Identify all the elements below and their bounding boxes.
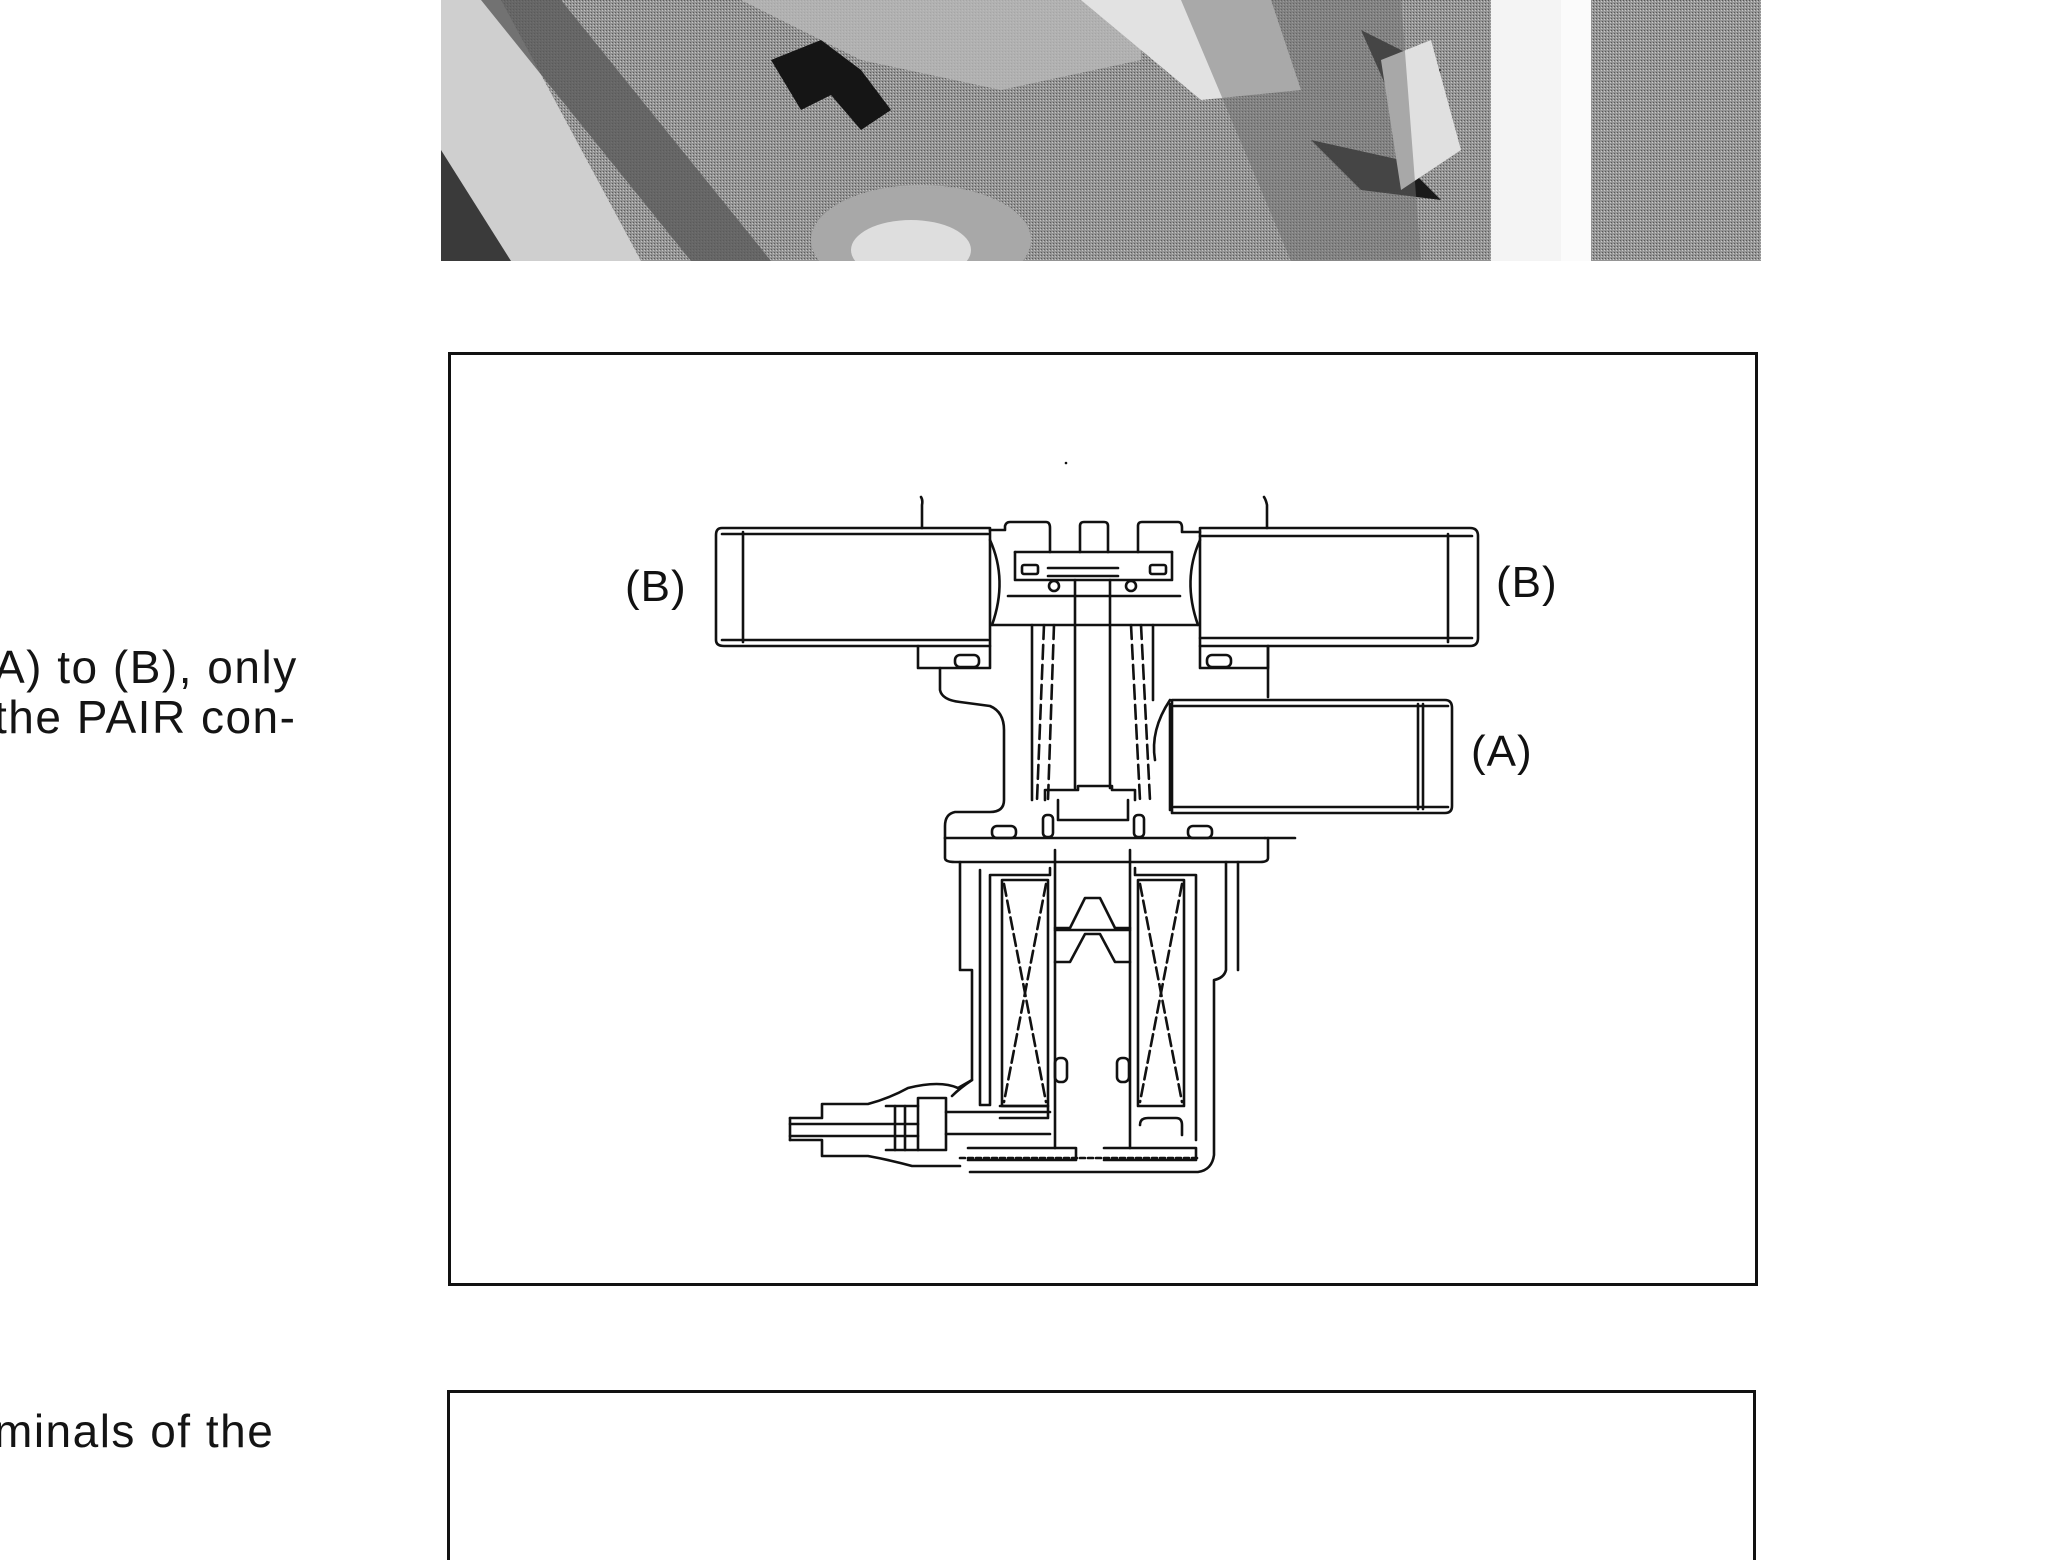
figure-pair-valve: (B) (B) (A) <box>448 352 1758 1286</box>
label-inlet-a: (A) <box>1471 727 1533 776</box>
wire-connector <box>788 1078 1052 1168</box>
label-left-outlet-b: (B) <box>625 562 687 611</box>
valve-body <box>938 666 1297 864</box>
solenoid-coil <box>950 848 1240 1174</box>
paragraph-1-line-2: the PAIR con- <box>0 691 297 743</box>
photo-image <box>441 0 1761 261</box>
valve-stem <box>1030 578 1155 802</box>
right-outlet-tube <box>1189 495 1480 699</box>
inlet-tube <box>1152 698 1454 815</box>
halftone-photo <box>441 0 1761 261</box>
paragraph-2-line-1: minals of the <box>0 1405 275 1457</box>
paragraph-1-line-1: A) to (B), only <box>0 641 298 693</box>
valve-cap <box>988 520 1202 627</box>
label-right-outlet-b: (B) <box>1496 558 1558 607</box>
paragraph-2: minals of the <box>0 1406 274 1456</box>
left-outlet-tube <box>714 495 1001 670</box>
figure-2-frame <box>447 1390 1756 1560</box>
pair-valve-drawing <box>714 461 1480 1174</box>
paragraph-1: A) to (B), only the PAIR con- <box>0 642 298 742</box>
